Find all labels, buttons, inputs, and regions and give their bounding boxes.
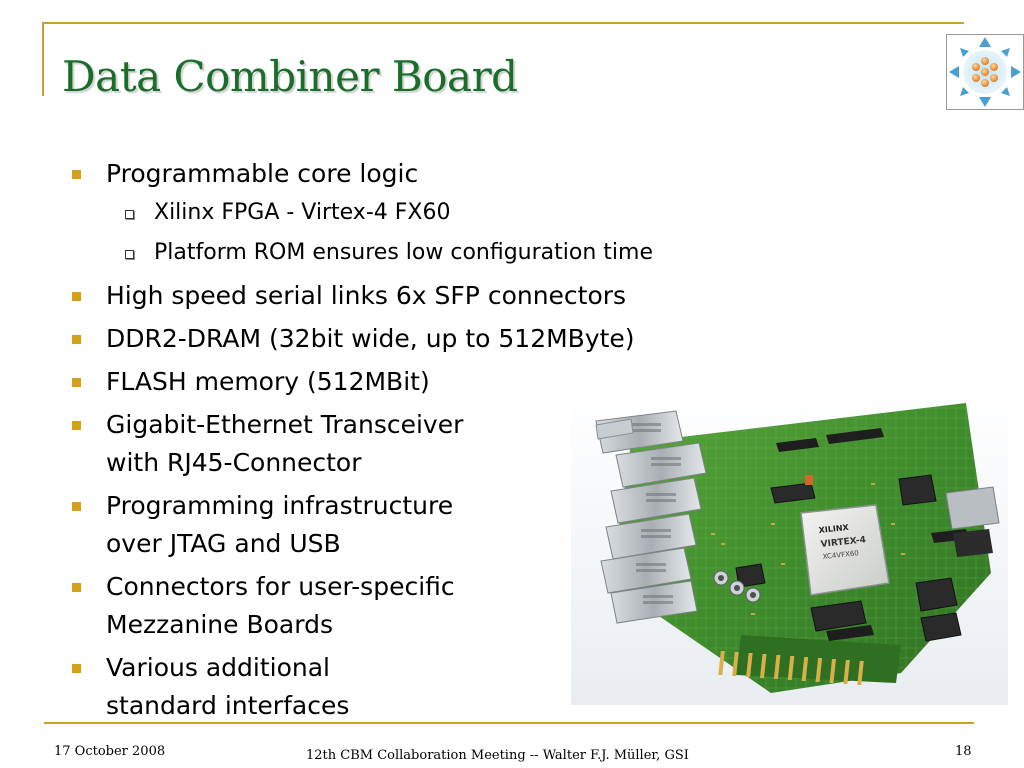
bullet-text-line-1: Connectors for user-specific xyxy=(106,572,455,601)
bullet-text: DDR2-DRAM (32bit wide, up to 512MByte) xyxy=(106,324,635,353)
bullet-list: Programmable core logic Xilinx FPGA - Vi… xyxy=(70,155,760,730)
footer-meeting-info: 12th CBM Collaboration Meeting -- Walter… xyxy=(306,748,689,763)
fpga-brand-label: XILINX xyxy=(818,523,850,535)
bullet-text: High speed serial links 6x SFP connector… xyxy=(106,281,627,310)
bullet-text-line-1: Gigabit-Ethernet Transceiver xyxy=(106,410,464,439)
bullet-text: Platform ROM ensures low configuration t… xyxy=(154,240,653,265)
bullet-mezzanine-connectors: Connectors for user-specific Mezzanine B… xyxy=(70,568,546,644)
bullet-serial-links: High speed serial links 6x SFP connector… xyxy=(70,277,760,315)
bullet-text-line-2: with RJ45-Connector xyxy=(106,448,362,477)
bullet-text: Programmable core logic xyxy=(106,159,419,188)
title-frame-left-line xyxy=(42,22,44,96)
bullet-flash-memory: FLASH memory (512MBit) xyxy=(70,363,760,401)
bullet-text-line-2: standard interfaces xyxy=(106,691,350,720)
bullet-text-line-2: Mezzanine Boards xyxy=(106,610,333,639)
sub-bullet-platform-rom: Platform ROM ensures low configuration t… xyxy=(70,233,760,273)
bullet-programming-infrastructure: Programming infrastructure over JTAG and… xyxy=(70,487,546,563)
bullet-text: Xilinx FPGA - Virtex-4 FX60 xyxy=(154,200,451,225)
footer-line xyxy=(44,722,974,724)
board-photo: XILINX VIRTEX-4 XC4VFX60 xyxy=(571,383,1008,705)
title-frame-top-line xyxy=(42,22,964,24)
fpga-part-label: XC4VFX60 xyxy=(822,549,859,561)
bullet-gigabit-ethernet: Gigabit-Ethernet Transceiver with RJ45-C… xyxy=(70,406,546,482)
bullet-programmable-core-logic: Programmable core logic xyxy=(70,155,760,193)
bullet-additional-interfaces: Various additional standard interfaces xyxy=(70,649,546,725)
footer-date: 17 October 2008 xyxy=(54,744,166,759)
bullet-ddr2-dram: DDR2-DRAM (32bit wide, up to 512MByte) xyxy=(70,320,760,358)
bullet-text: FLASH memory (512MBit) xyxy=(106,367,430,396)
bullet-text-line-1: Programming infrastructure xyxy=(106,491,454,520)
slide-title: Data Combiner Board xyxy=(62,52,518,101)
footer-page-number: 18 xyxy=(955,744,972,759)
sub-bullet-xilinx-fpga: Xilinx FPGA - Virtex-4 FX60 xyxy=(70,193,760,233)
bullet-text-line-2: over JTAG and USB xyxy=(106,529,341,558)
collaboration-logo-icon xyxy=(946,34,1024,110)
bullet-text-line-1: Various additional xyxy=(106,653,330,682)
fpga-family-label: VIRTEX-4 xyxy=(820,535,866,550)
